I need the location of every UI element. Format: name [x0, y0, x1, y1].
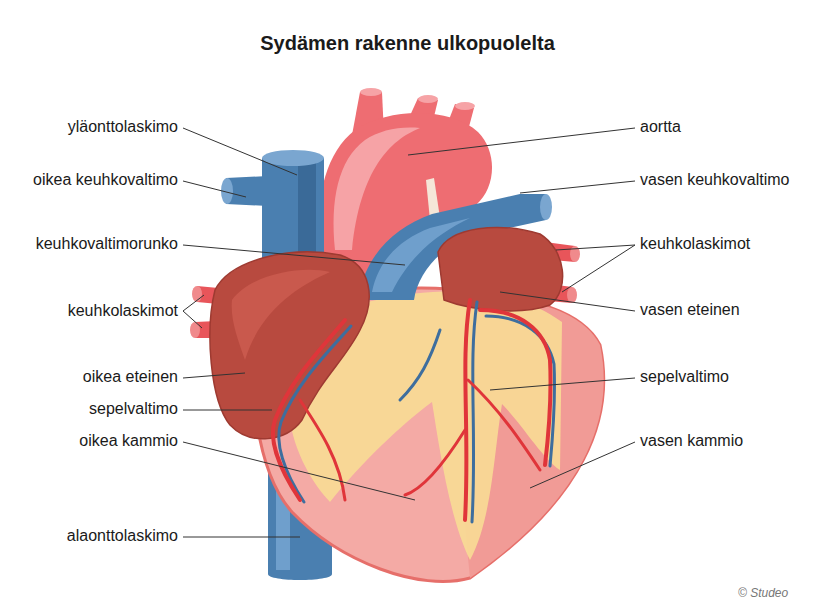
- leader-line: [408, 128, 635, 155]
- part-label: vasen eteinen: [640, 301, 740, 318]
- leader-line: [500, 292, 635, 311]
- part-label: oikea keuhkovaltimo: [33, 171, 178, 188]
- part-label: vasen keuhkovaltimo: [640, 171, 789, 188]
- leader-line: [490, 378, 635, 390]
- leader-line: [562, 245, 635, 292]
- leader-line: [183, 311, 202, 328]
- watermark: © Studeo: [738, 586, 788, 600]
- label-holder: sepelvaltimo: [640, 367, 729, 387]
- coronary-vessels: [273, 300, 555, 522]
- label-holder: sepelvaltimo: [89, 399, 178, 419]
- leader-line: [183, 537, 300, 538]
- aortic-branch-end: [360, 88, 382, 96]
- right-atrium: [210, 252, 369, 439]
- label-holder: vasen keuhkovaltimo: [640, 170, 789, 190]
- part-label: keuhkolaskimot: [640, 235, 750, 252]
- leader-line: [183, 128, 297, 175]
- part-label: yläonttolaskimo: [68, 118, 178, 135]
- label-holder: © Studeo: [738, 582, 788, 602]
- label-holder: yläonttolaskimo: [68, 117, 178, 137]
- atrium-highlight: [232, 270, 330, 360]
- leader-lines: [183, 128, 635, 537]
- label-holder: vasen eteinen: [640, 300, 740, 320]
- leader-line: [183, 410, 272, 411]
- coronary-vein: [472, 302, 477, 522]
- leader-line: [520, 181, 635, 193]
- vena-cava-end: [262, 150, 324, 166]
- aortic-branch-end: [418, 95, 438, 103]
- leader-line: [183, 295, 204, 311]
- leader-line: [183, 442, 415, 500]
- vein-end: [567, 287, 577, 303]
- label-holder: keuhkolaskimot: [68, 301, 178, 321]
- title-row: Sydämen rakenne ulkopuolelta: [0, 32, 815, 55]
- leader-line: [530, 442, 635, 488]
- label-holder: oikea kammio: [79, 431, 178, 451]
- label-holder: oikea keuhkovaltimo: [33, 170, 178, 190]
- leader-line: [556, 245, 635, 250]
- part-label: sepelvaltimo: [89, 400, 178, 417]
- part-label: sepelvaltimo: [640, 368, 729, 385]
- label-holder: vasen kammio: [640, 431, 743, 451]
- coronary-artery: [465, 300, 470, 520]
- label-holder: oikea eteinen: [83, 367, 178, 387]
- diagram-title: Sydämen rakenne ulkopuolelta: [260, 32, 555, 54]
- aortic-branch-end: [455, 102, 475, 110]
- coronary-artery: [300, 400, 345, 500]
- part-label: oikea kammio: [79, 432, 178, 449]
- artery-end: [540, 194, 552, 220]
- part-label: vasen kammio: [640, 432, 743, 449]
- part-label: alaonttolaskimo: [67, 527, 178, 544]
- label-holder: aortta: [640, 117, 681, 137]
- leader-line: [183, 373, 245, 378]
- leader-line: [183, 245, 405, 265]
- part-label: keuhkovaltimorunko: [36, 235, 178, 252]
- label-holder: keuhkolaskimot: [640, 234, 750, 254]
- coronary-vein: [400, 330, 440, 400]
- coronary-artery: [468, 380, 540, 470]
- vein-end: [192, 286, 202, 302]
- part-label: aortta: [640, 118, 681, 135]
- leader-line: [183, 181, 246, 197]
- part-label: keuhkolaskimot: [68, 302, 178, 319]
- label-holder: keuhkovaltimorunko: [36, 234, 178, 254]
- coronary-artery: [405, 430, 465, 495]
- part-label: oikea eteinen: [83, 368, 178, 385]
- label-holder: alaonttolaskimo: [67, 526, 178, 546]
